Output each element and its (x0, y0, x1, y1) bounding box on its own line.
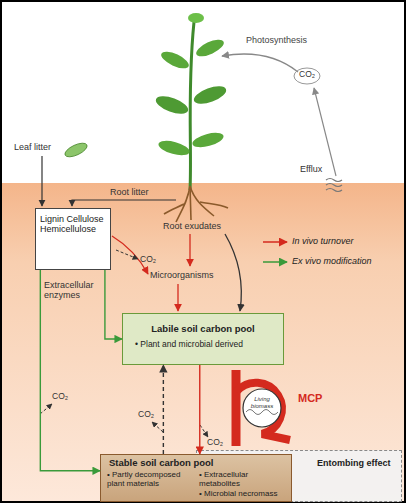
legend-text: In vivo turnover (292, 236, 354, 246)
exudate-labile-arrow (225, 234, 241, 311)
mcp-symbol (236, 370, 290, 446)
mechanism-label: MCP (298, 392, 322, 405)
process-label: Photosynthesis (246, 35, 307, 45)
efflux-waves (326, 179, 342, 192)
legend-entry: Ex vivo modification (262, 256, 402, 268)
legend-entry: In vivo turnover (262, 236, 402, 248)
flow-arrow (40, 270, 100, 471)
gas-label: CO₂ (299, 70, 315, 80)
symbol-label: Living biomass (247, 396, 277, 410)
gas-label: CO₂ (52, 392, 68, 402)
node-text: • Plant and microbial derived (135, 340, 281, 350)
respiration-arrow (40, 404, 52, 414)
gas-label: CO₂ (207, 438, 223, 448)
node-heading: Labile soil carbon pool (127, 324, 279, 335)
efflux-arrow (314, 88, 336, 176)
node-heading: Entombing effect (317, 458, 401, 468)
flow-arrow (163, 365, 164, 454)
input-label: Leaf litter (14, 142, 51, 152)
node-text: • Microbial necromass (199, 489, 289, 498)
pool-box: Stable soil carbon pool• Partly decompos… (100, 454, 292, 502)
respiration-arrow (152, 422, 163, 432)
leaf-litter-arrow (41, 156, 42, 206)
root-litter-arrow (72, 200, 176, 206)
respiration-arrow (116, 250, 138, 259)
legend-line (263, 261, 287, 263)
legend-sample (262, 257, 290, 267)
node-text: • Extracellular metabolites (199, 470, 289, 488)
agent-label: Extracellular enzymes (44, 280, 102, 301)
photosynthesis-arrow (222, 54, 298, 72)
microbe-labile-arrow (177, 284, 178, 311)
process-label: Efflux (300, 164, 322, 174)
gas-label: CO₂ (140, 255, 156, 265)
node-text: • Partly decomposed plant materials (107, 470, 195, 488)
gas-label: CO₂ (138, 410, 154, 420)
node-heading: Stable soil carbon pool (109, 458, 287, 469)
sky (2, 2, 404, 184)
soil (2, 183, 404, 501)
input-label: Root litter (110, 187, 149, 197)
legend-line (263, 241, 287, 243)
leaf-litter-leaf (63, 140, 89, 159)
flow-arrow (199, 365, 200, 454)
node-heading: Lignin Cellulose Hemicellulose (40, 214, 106, 235)
exudate-arrow (189, 234, 190, 266)
organism-label: Microorganisms (150, 270, 214, 280)
legend-sample (262, 237, 290, 247)
flow-arrow (105, 270, 122, 339)
input-label: Root exudates (163, 221, 221, 231)
legend-text: Ex vivo modification (292, 256, 372, 266)
plant-illustration (154, 13, 229, 222)
pool-box: Labile soil carbon pool • Plant and micro… (122, 313, 284, 365)
co2-bubble (294, 68, 320, 84)
respiration-arrow (200, 425, 208, 437)
material-box: Lignin Cellulose Hemicellulose (35, 208, 111, 270)
